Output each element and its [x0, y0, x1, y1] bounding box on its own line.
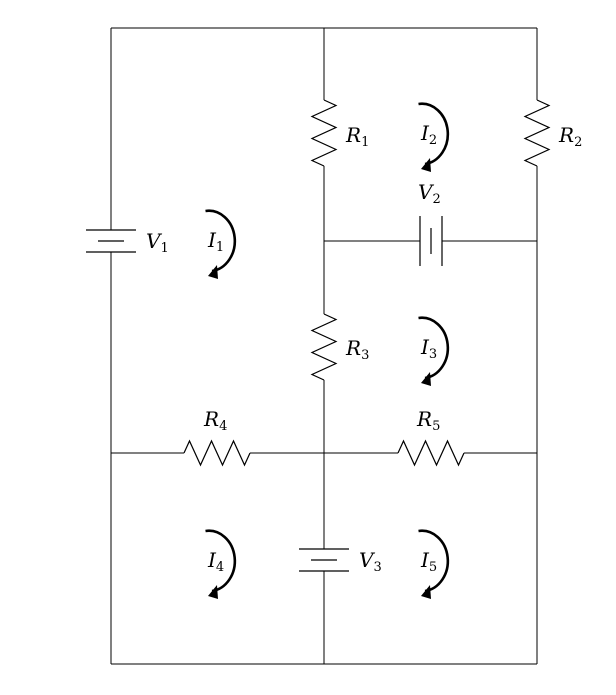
label-i1: I1	[207, 228, 224, 255]
voltage-source-v1	[86, 229, 136, 253]
resistor-r2	[523, 99, 551, 167]
label-r3: R3	[345, 336, 369, 363]
loop-i2-arrow	[418, 102, 450, 172]
label-i4: I4	[207, 548, 224, 575]
label-r1: R1	[345, 123, 369, 150]
voltage-source-v2	[419, 216, 443, 266]
label-r4: R4	[203, 407, 227, 434]
resistor-r4	[183, 439, 251, 467]
loop-i3-arrow	[418, 316, 450, 386]
label-r2: R2	[558, 123, 582, 150]
resistors	[183, 99, 551, 467]
loop-i5-arrow	[418, 529, 450, 599]
wires	[110, 27, 538, 665]
voltage-source-v3	[299, 548, 349, 572]
resistor-r5	[397, 439, 465, 467]
label-v1: V1	[146, 229, 169, 256]
label-v3: V3	[359, 548, 382, 575]
resistor-r3	[310, 313, 338, 381]
loop-i4-arrow	[205, 529, 237, 599]
label-i2: I2	[420, 121, 437, 148]
label-i5: I5	[420, 548, 437, 575]
label-r5: R5	[416, 407, 440, 434]
label-i3: I3	[420, 335, 437, 362]
loop-i1-arrow	[205, 209, 237, 279]
resistor-r1	[310, 99, 338, 167]
label-v2: V2	[418, 180, 441, 207]
